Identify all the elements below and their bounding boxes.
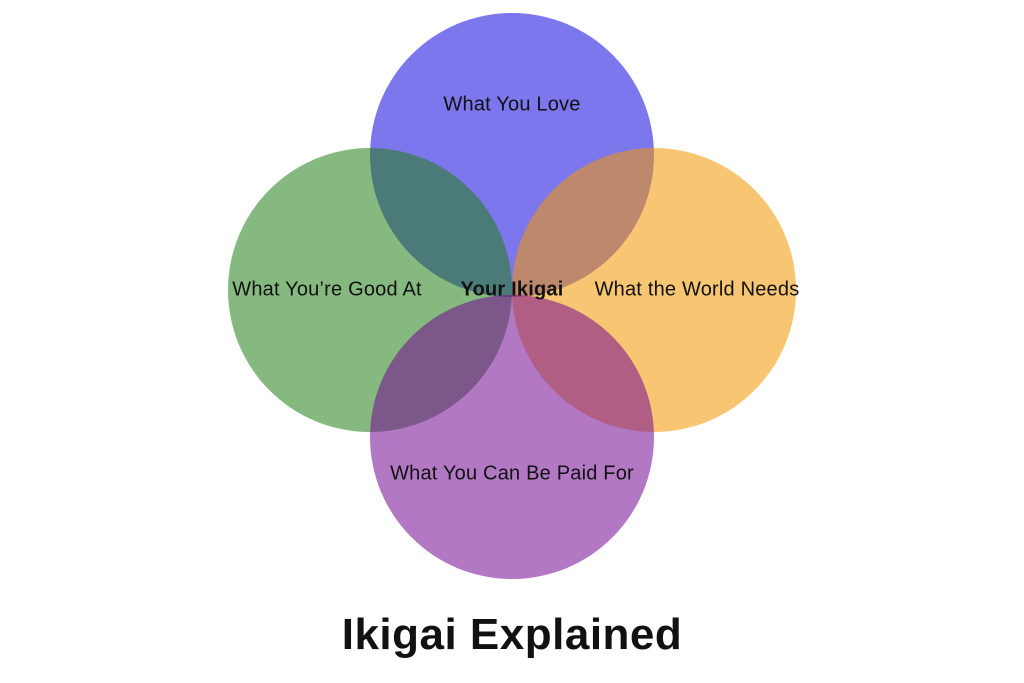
- label-what-the-world-needs: What the World Needs: [594, 278, 800, 301]
- circle-what-you-can-be-paid-for: [370, 295, 654, 579]
- label-what-you-can-be-paid-for: What You Can Be Paid For: [390, 462, 634, 485]
- diagram-title: Ikigai Explained: [341, 610, 683, 659]
- label-your-ikigai: Your Ikigai: [460, 278, 564, 301]
- label-what-youre-good-at: What You’re Good At: [232, 278, 422, 301]
- label-what-you-love: What You Love: [443, 93, 581, 116]
